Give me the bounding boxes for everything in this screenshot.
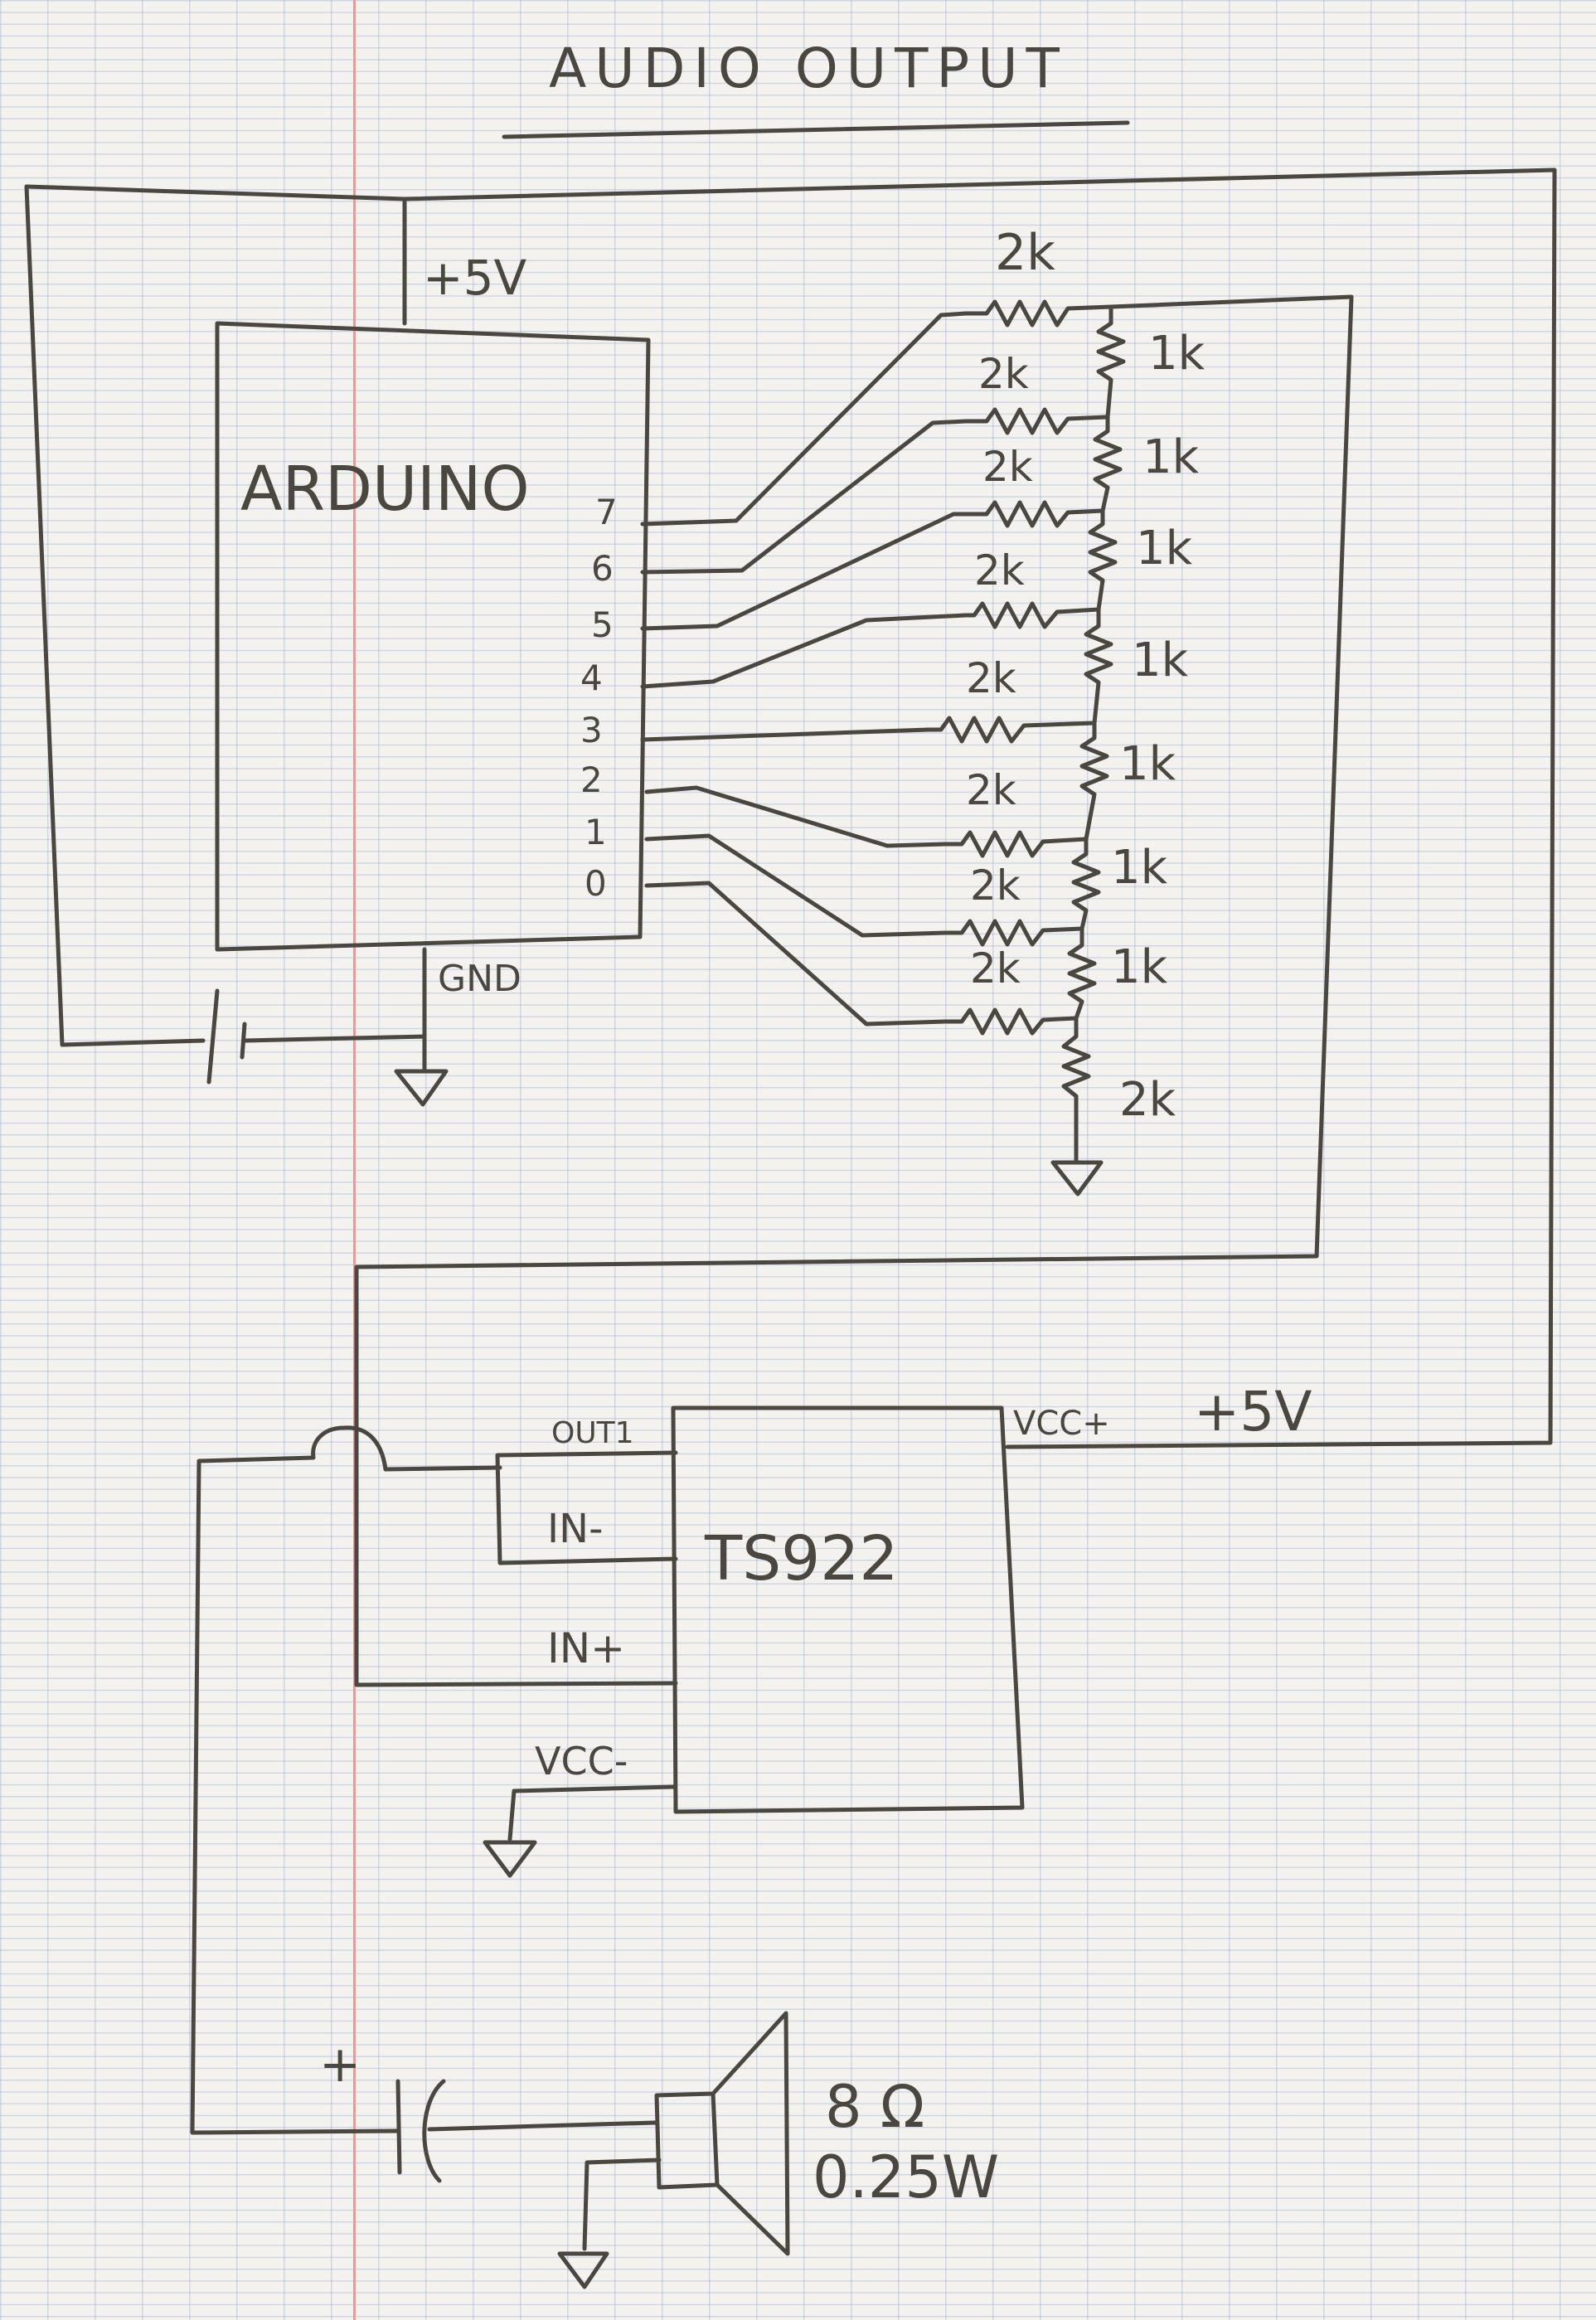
amplifier-box: [671, 1405, 1025, 1814]
arduino-label: ARDUINO: [240, 454, 530, 525]
resistor-value-label: 1k: [1148, 327, 1205, 381]
ground-icon-ladder: [1050, 1154, 1104, 1196]
amp-pin-label-in-plus: IN+: [547, 1624, 625, 1672]
resistor-value-label: 1k: [1111, 841, 1168, 895]
pin-4-wire: [640, 613, 968, 689]
left-loop-wire: [24, 184, 206, 1047]
capacitor-symbol: [395, 2079, 657, 2183]
resistor-value-label: 1k: [1132, 633, 1189, 687]
resistor-series: [963, 407, 1109, 435]
resistor-series: [943, 830, 1089, 858]
resistor-value-label: 2k: [974, 546, 1025, 595]
resistor-value-label: 1k: [1111, 940, 1168, 994]
resistor-value-label: 1k: [1136, 522, 1193, 575]
ground-icon-speaker: [557, 2251, 609, 2289]
vcc-minus-wire: [507, 1784, 676, 1842]
speaker-icon: [654, 2011, 790, 2256]
resistor-value-label: 2k: [970, 944, 1021, 993]
pin-0-wire: [644, 881, 948, 1027]
resistor-value-label: 2k: [995, 224, 1055, 282]
resistor-value-label: 2k: [1119, 1073, 1176, 1127]
arduino-pin-label: 4: [580, 658, 603, 698]
pin-2-wire: [644, 785, 948, 848]
amp-pin-label-vcc-plus: VCC+: [1013, 1405, 1110, 1443]
resistor-value-label: 2k: [978, 350, 1029, 398]
resistor-series: [943, 1007, 1079, 1036]
speaker-impedance-label: 8 Ω: [825, 2073, 924, 2141]
amp-pin-label-out1: OUT1: [551, 1416, 634, 1450]
arduino-box: [215, 321, 651, 952]
amplifier-label: TS922: [704, 1523, 898, 1594]
resistor-value-label: 2k: [970, 862, 1021, 910]
arduino-pin-label: 1: [585, 812, 607, 852]
pin-1-wire: [644, 833, 948, 938]
title-underline: [502, 120, 1130, 139]
resistor-value-label: 2k: [966, 654, 1016, 702]
amp-pin-label-vcc-minus: VCC-: [535, 1739, 628, 1784]
resistor-series: [943, 919, 1084, 947]
supply-wire-5v: [24, 167, 1557, 1449]
title: AUDIO OUTPUT: [549, 36, 1068, 100]
arduino-pin-label: 0: [585, 863, 607, 904]
ground-icon-arduino: [394, 1069, 449, 1107]
arduino-pin-label: 5: [591, 604, 614, 645]
resistor-series: [963, 601, 1101, 629]
pin-3-wire: [640, 727, 931, 742]
pin-7-wire: [640, 311, 968, 527]
resistor-shunt-chain: [1061, 304, 1126, 1159]
amp-pin-label-in-minus: IN-: [547, 1506, 603, 1552]
out1-wire: [190, 1425, 678, 2135]
arduino-supply-label: +5V: [423, 250, 526, 306]
arduino-pin-label: 2: [580, 760, 603, 800]
arduino-pin-label: 7: [595, 492, 618, 532]
capacitor-polarity-label: +: [319, 2036, 361, 2094]
speaker-ground-wire: [582, 2157, 662, 2251]
speaker-power-label: 0.25W: [813, 2143, 999, 2211]
resistor-series: [926, 716, 1097, 744]
resistor-value-label: 2k: [966, 766, 1016, 814]
resistor-series-top: [963, 299, 1113, 328]
arduino-gnd-label: GND: [438, 958, 521, 1000]
resistor-series: [963, 500, 1105, 528]
battery-symbol: [206, 988, 427, 1085]
notebook-margin-line: [353, 0, 356, 2320]
amp-supply-label: +5V: [1194, 1380, 1312, 1444]
resistor-value-label: 1k: [1119, 737, 1176, 791]
arduino-pin-label: 6: [591, 548, 614, 589]
ground-icon-amplifier: [483, 1840, 537, 1878]
ladder-output-wire: [354, 294, 1354, 1687]
pin-6-wire: [640, 419, 968, 575]
pin-5-wire: [640, 512, 968, 631]
resistor-value-label: 1k: [1142, 430, 1200, 484]
resistor-value-label: 2k: [982, 443, 1033, 491]
arduino-pin-label: 3: [580, 710, 603, 750]
